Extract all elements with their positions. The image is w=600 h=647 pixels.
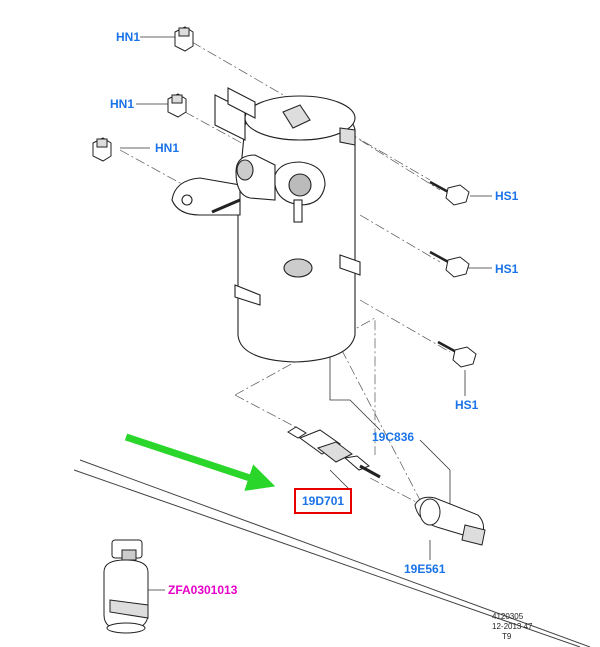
label-hn1-middle: HN1 xyxy=(110,97,135,111)
leader-lines xyxy=(120,36,492,591)
green-pointer-arrow-icon xyxy=(124,433,276,491)
label-hs1-top: HS1 xyxy=(495,189,519,203)
label-hs1-middle: HS1 xyxy=(495,262,519,276)
hn1-nut-icon xyxy=(92,137,112,162)
label-19e561: 19E561 xyxy=(404,562,446,576)
label-19c836: 19C836 xyxy=(372,430,415,444)
label-zfa0301013: ZFA0301013 xyxy=(168,583,238,597)
connector-19e561-icon xyxy=(414,496,486,546)
floor-lines xyxy=(73,459,591,647)
reference-line-1: 4120305 xyxy=(492,612,524,621)
hs1-screw-icon xyxy=(437,340,477,368)
hs1-screw-icon xyxy=(429,250,470,278)
label-hs1-bottom: HS1 xyxy=(455,398,479,412)
hn1-nut-icon xyxy=(167,93,187,118)
reference-code: 4120305 12-2013 47 T9 xyxy=(492,612,532,642)
label-hn1-left: HN1 xyxy=(155,141,180,155)
reference-line-3: T9 xyxy=(502,632,512,641)
receiver-drier-icon xyxy=(171,87,361,363)
label-19d701-highlighted: 19D701 xyxy=(294,488,353,514)
hn1-nut-icon xyxy=(174,26,194,52)
pressure-switch-19d701-icon xyxy=(287,426,381,479)
zfa-canister-icon xyxy=(103,539,149,634)
hs1-screw-icon xyxy=(429,180,470,206)
label-hn1-top: HN1 xyxy=(116,30,141,44)
reference-line-2: 12-2013 47 xyxy=(492,622,533,631)
